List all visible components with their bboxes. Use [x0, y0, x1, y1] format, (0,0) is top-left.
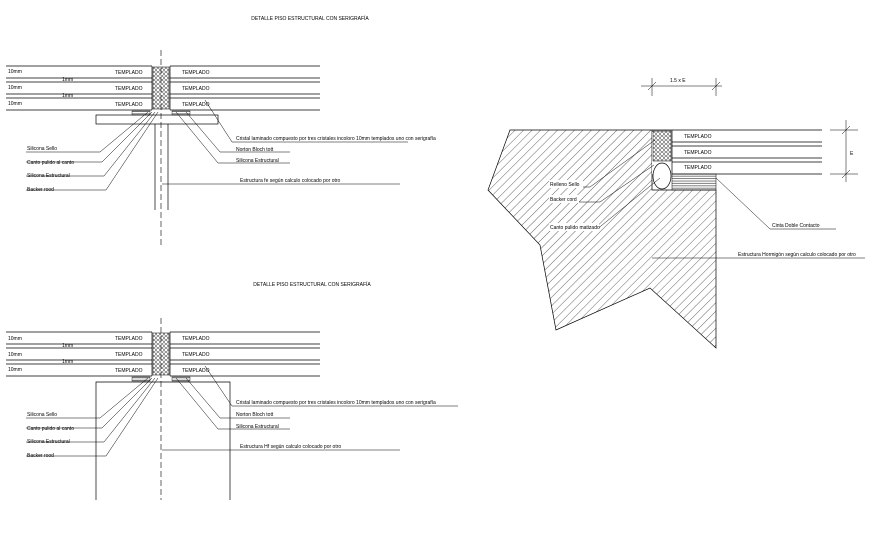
panel-label: TEMPLADO [115, 352, 143, 358]
panel-label: TEMPLADO [684, 165, 712, 171]
seal-fill [652, 130, 672, 162]
thickness-label: 10mm [8, 85, 22, 91]
callout-label: Estructura Hf según calculo colocado por… [240, 444, 341, 450]
detail-2-title: DETALLE PISO ESTRUCTURAL CON SERIGRAFÍA [253, 281, 371, 288]
dimension-label: E [850, 151, 854, 157]
callout-label: Backer rood [27, 187, 54, 193]
glass-layers [652, 129, 822, 175]
panel-label: TEMPLADO [182, 102, 210, 108]
callout-label: Canto pulido matizado [550, 225, 600, 231]
panel-label: TEMPLADO [115, 70, 143, 76]
callout-label: Canto pulido al canto [27, 426, 74, 432]
gap-label: 1mm [62, 93, 73, 99]
callout-label: Backer cord [550, 197, 577, 203]
callout-label: Canto pulido al canto [27, 160, 74, 166]
gasket [171, 376, 191, 382]
dimension-label: 1.5 x E [670, 78, 686, 84]
backer-cord [652, 162, 672, 190]
double-sided-tape [671, 173, 717, 191]
gasket [131, 110, 151, 116]
detail-2: DETALLE PISO ESTRUCTURAL CON SERIGRAFÍA … [6, 281, 458, 500]
gap-label: 1mm [62, 359, 73, 365]
glass-layers-left [6, 331, 152, 377]
callout-label: Norton Bloch tott [236, 412, 274, 418]
callout-label: Cristal laminado compuesto por tres cris… [236, 136, 436, 142]
panel-label: TEMPLADO [182, 86, 210, 92]
detail-3: TEMPLADO TEMPLADO TEMPLADO 1.5 x E E [487, 78, 865, 349]
callout-label: Silicona Estructural [27, 173, 70, 179]
panel-label: TEMPLADO [182, 352, 210, 358]
panel-label: TEMPLADO [684, 150, 712, 156]
callout-label: Relleno Sello [550, 182, 580, 188]
callout-label: Estructura fe según calculo colocado por… [240, 178, 341, 184]
glass-layers-left [6, 65, 152, 111]
callout-label: Silicona Sello [27, 146, 57, 152]
callout-label: Cinta Doble Contacto [772, 223, 820, 229]
callout-label: Silicona Estructural [236, 158, 279, 164]
callout-label: Norton Bloch tott [236, 147, 274, 153]
gap-label: 1mm [62, 343, 73, 349]
thickness-label: 10mm [8, 336, 22, 342]
gap-label: 1mm [62, 77, 73, 83]
callout-leaders-right [162, 365, 458, 451]
panel-label: TEMPLADO [115, 102, 143, 108]
panel-label: TEMPLADO [684, 134, 712, 140]
panel-label: TEMPLADO [115, 336, 143, 342]
support-plate [95, 114, 219, 125]
glass-layers-right [170, 331, 320, 377]
thickness-label: 10mm [8, 367, 22, 373]
gasket [131, 376, 151, 382]
thickness-label: 10mm [8, 69, 22, 75]
glass-layers-right [170, 65, 320, 111]
callout-label: Cristal laminado compuesto por tres cris… [236, 400, 436, 406]
callout-label: Silicona Estructural [27, 439, 70, 445]
panel-label: TEMPLADO [115, 368, 143, 374]
callout-label: Silicona Estructural [236, 424, 279, 430]
panel-label: TEMPLADO [182, 336, 210, 342]
gasket [171, 110, 191, 116]
thickness-label: 10mm [8, 352, 22, 358]
callout-leaders-left [26, 377, 159, 457]
panel-label: TEMPLADO [115, 86, 143, 92]
detail-1-title: DETALLE PISO ESTRUCTURAL CON SERIGRAFÍA [251, 15, 369, 22]
callout-label: Silicona Sello [27, 412, 57, 418]
dimension-top [641, 78, 722, 96]
thickness-label: 10mm [8, 101, 22, 107]
panel-label: TEMPLADO [182, 70, 210, 76]
panel-label: TEMPLADO [182, 368, 210, 374]
support-frame [95, 381, 231, 500]
callout-leaders-left [26, 111, 159, 191]
callout-label: Estructura Hormigón según calculo coloca… [738, 252, 856, 258]
callout-label: Backer rood [27, 453, 54, 459]
callout-leaders-right [162, 99, 408, 185]
dimension-side [830, 120, 858, 182]
detail-1: DETALLE PISO ESTRUCTURAL CON SERIGRAFÍA … [6, 15, 436, 245]
